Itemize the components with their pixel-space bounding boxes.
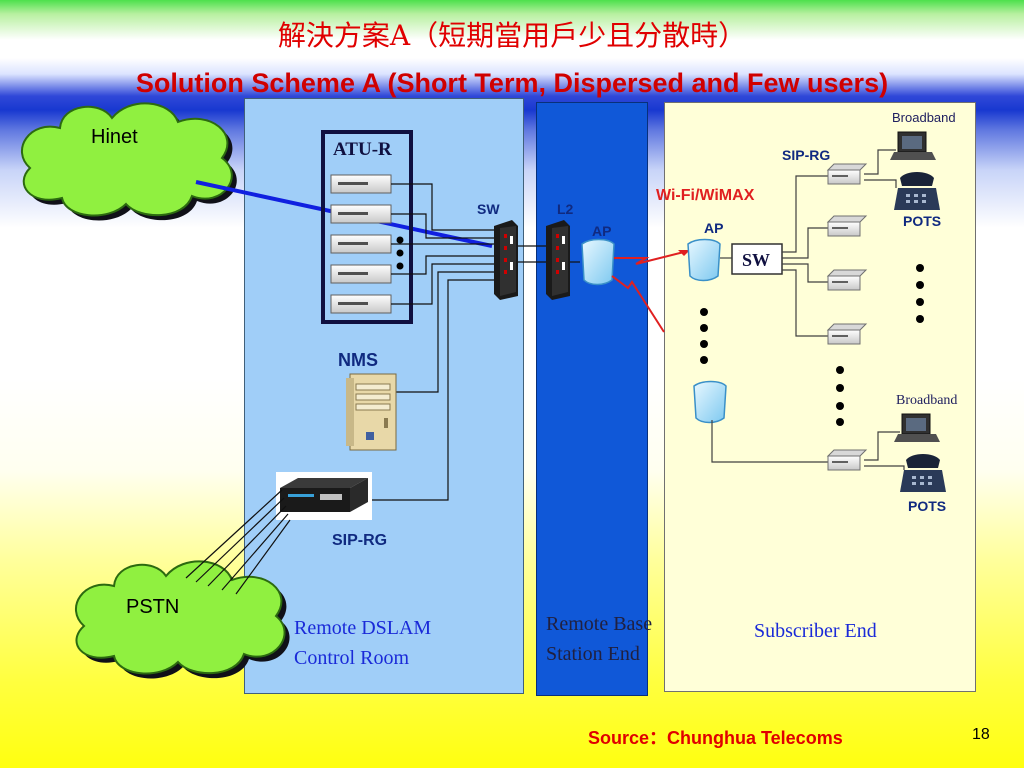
ap-base-label: AP — [592, 223, 612, 239]
page-number: 18 — [972, 726, 990, 743]
hinet-label: Hinet — [91, 126, 138, 148]
remote-base-station-panel — [536, 102, 648, 696]
sip-rg-top-label: SIP-RG — [782, 147, 831, 163]
zone-dslam-line1: Remote DSLAM — [294, 617, 432, 639]
wifi-wimax-label: Wi-Fi/WiMAX — [656, 187, 755, 204]
zone-dslam-line2: Control Room — [294, 647, 410, 669]
zone-subscriber: Subscriber End — [754, 620, 877, 642]
switch-icon — [494, 220, 518, 300]
pstn-cloud-icon — [74, 560, 290, 679]
l2-switch-icon — [546, 220, 570, 300]
zone-base-line1: Remote Base — [546, 613, 653, 635]
dots-icon — [396, 236, 404, 270]
modem-wiring — [370, 183, 548, 501]
broadband-top-label: Broadband — [892, 110, 956, 125]
modem-icon — [330, 174, 392, 314]
hinet-cloud-icon — [20, 102, 237, 221]
access-point-icon — [687, 238, 727, 424]
ap-subscriber-label: AP — [704, 220, 724, 236]
subscriber-sw-label: SW — [742, 250, 771, 270]
subscriber-switch-box — [731, 243, 783, 275]
dots-icon — [700, 264, 924, 426]
sip-rg-label: SIP-RG — [332, 532, 388, 549]
modem-icon — [826, 163, 868, 471]
l2-label: L2 — [557, 201, 574, 217]
atu-r-frame — [321, 130, 413, 324]
subscriber-wiring — [711, 149, 905, 470]
gateway-box-icon — [276, 472, 372, 520]
remote-dslam-panel — [244, 98, 524, 694]
pstn-wiring — [185, 489, 291, 595]
page-title-zh: 解決方案A（短期當用戶少且分散時） — [277, 19, 747, 52]
zone-base-line2: Station End — [546, 643, 640, 665]
pots-top-label: POTS — [903, 213, 942, 229]
broadband-bottom-label: Broadband — [896, 393, 958, 408]
sw-label: SW — [477, 201, 500, 217]
laptop-icon — [890, 131, 940, 442]
pstn-label: PSTN — [126, 596, 180, 618]
source-credit: Source：Chunghua Telecoms — [588, 728, 843, 748]
nms-label: NMS — [338, 350, 378, 370]
access-point-icon — [581, 238, 615, 286]
atu-r-label: ATU-R — [333, 139, 392, 160]
wireless-link — [611, 251, 685, 333]
telephone-icon — [894, 172, 946, 492]
server-tower-icon — [346, 373, 397, 451]
page-title-en: Solution Scheme A (Short Term, Dispersed… — [135, 68, 889, 98]
pots-bottom-label: POTS — [908, 498, 947, 514]
